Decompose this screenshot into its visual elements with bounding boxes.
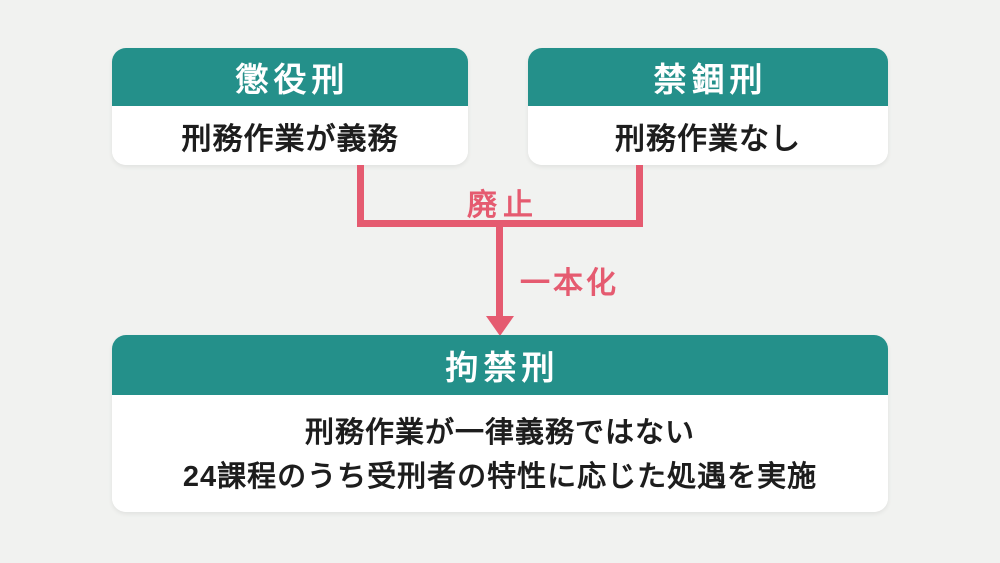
box-kokin-title: 拘禁刑: [112, 335, 888, 395]
box-choeki-penalty: 懲役刑 刑務作業が義務: [112, 48, 468, 165]
connector-center-line: [496, 227, 503, 318]
connector-right-line: [636, 165, 643, 227]
connector-bracket-line: [357, 220, 643, 227]
box-kinko-title: 禁錮刑: [528, 48, 888, 106]
unify-label: 一本化: [520, 267, 619, 300]
box-kokin-penalty: 拘禁刑 刑務作業が一律義務ではない 24課程のうち受刑者の特性に応じた処遇を実施: [112, 335, 888, 512]
box-kokin-description-line2: 24課程のうち受刑者の特性に応じた処遇を実施: [182, 460, 818, 493]
connector-left-line: [357, 165, 364, 227]
box-choeki-description: 刑務作業が義務: [112, 106, 468, 165]
box-kinko-penalty: 禁錮刑 刑務作業なし: [528, 48, 888, 165]
box-choeki-title: 懲役刑: [112, 48, 468, 106]
box-kinko-description: 刑務作業なし: [528, 106, 888, 165]
box-kokin-description: 刑務作業が一律義務ではない 24課程のうち受刑者の特性に応じた処遇を実施: [112, 395, 888, 512]
down-arrow-icon: [486, 316, 514, 336]
abolish-label: 廃止: [467, 189, 539, 222]
box-kokin-description-line1: 刑務作業が一律義務ではない: [304, 416, 695, 449]
